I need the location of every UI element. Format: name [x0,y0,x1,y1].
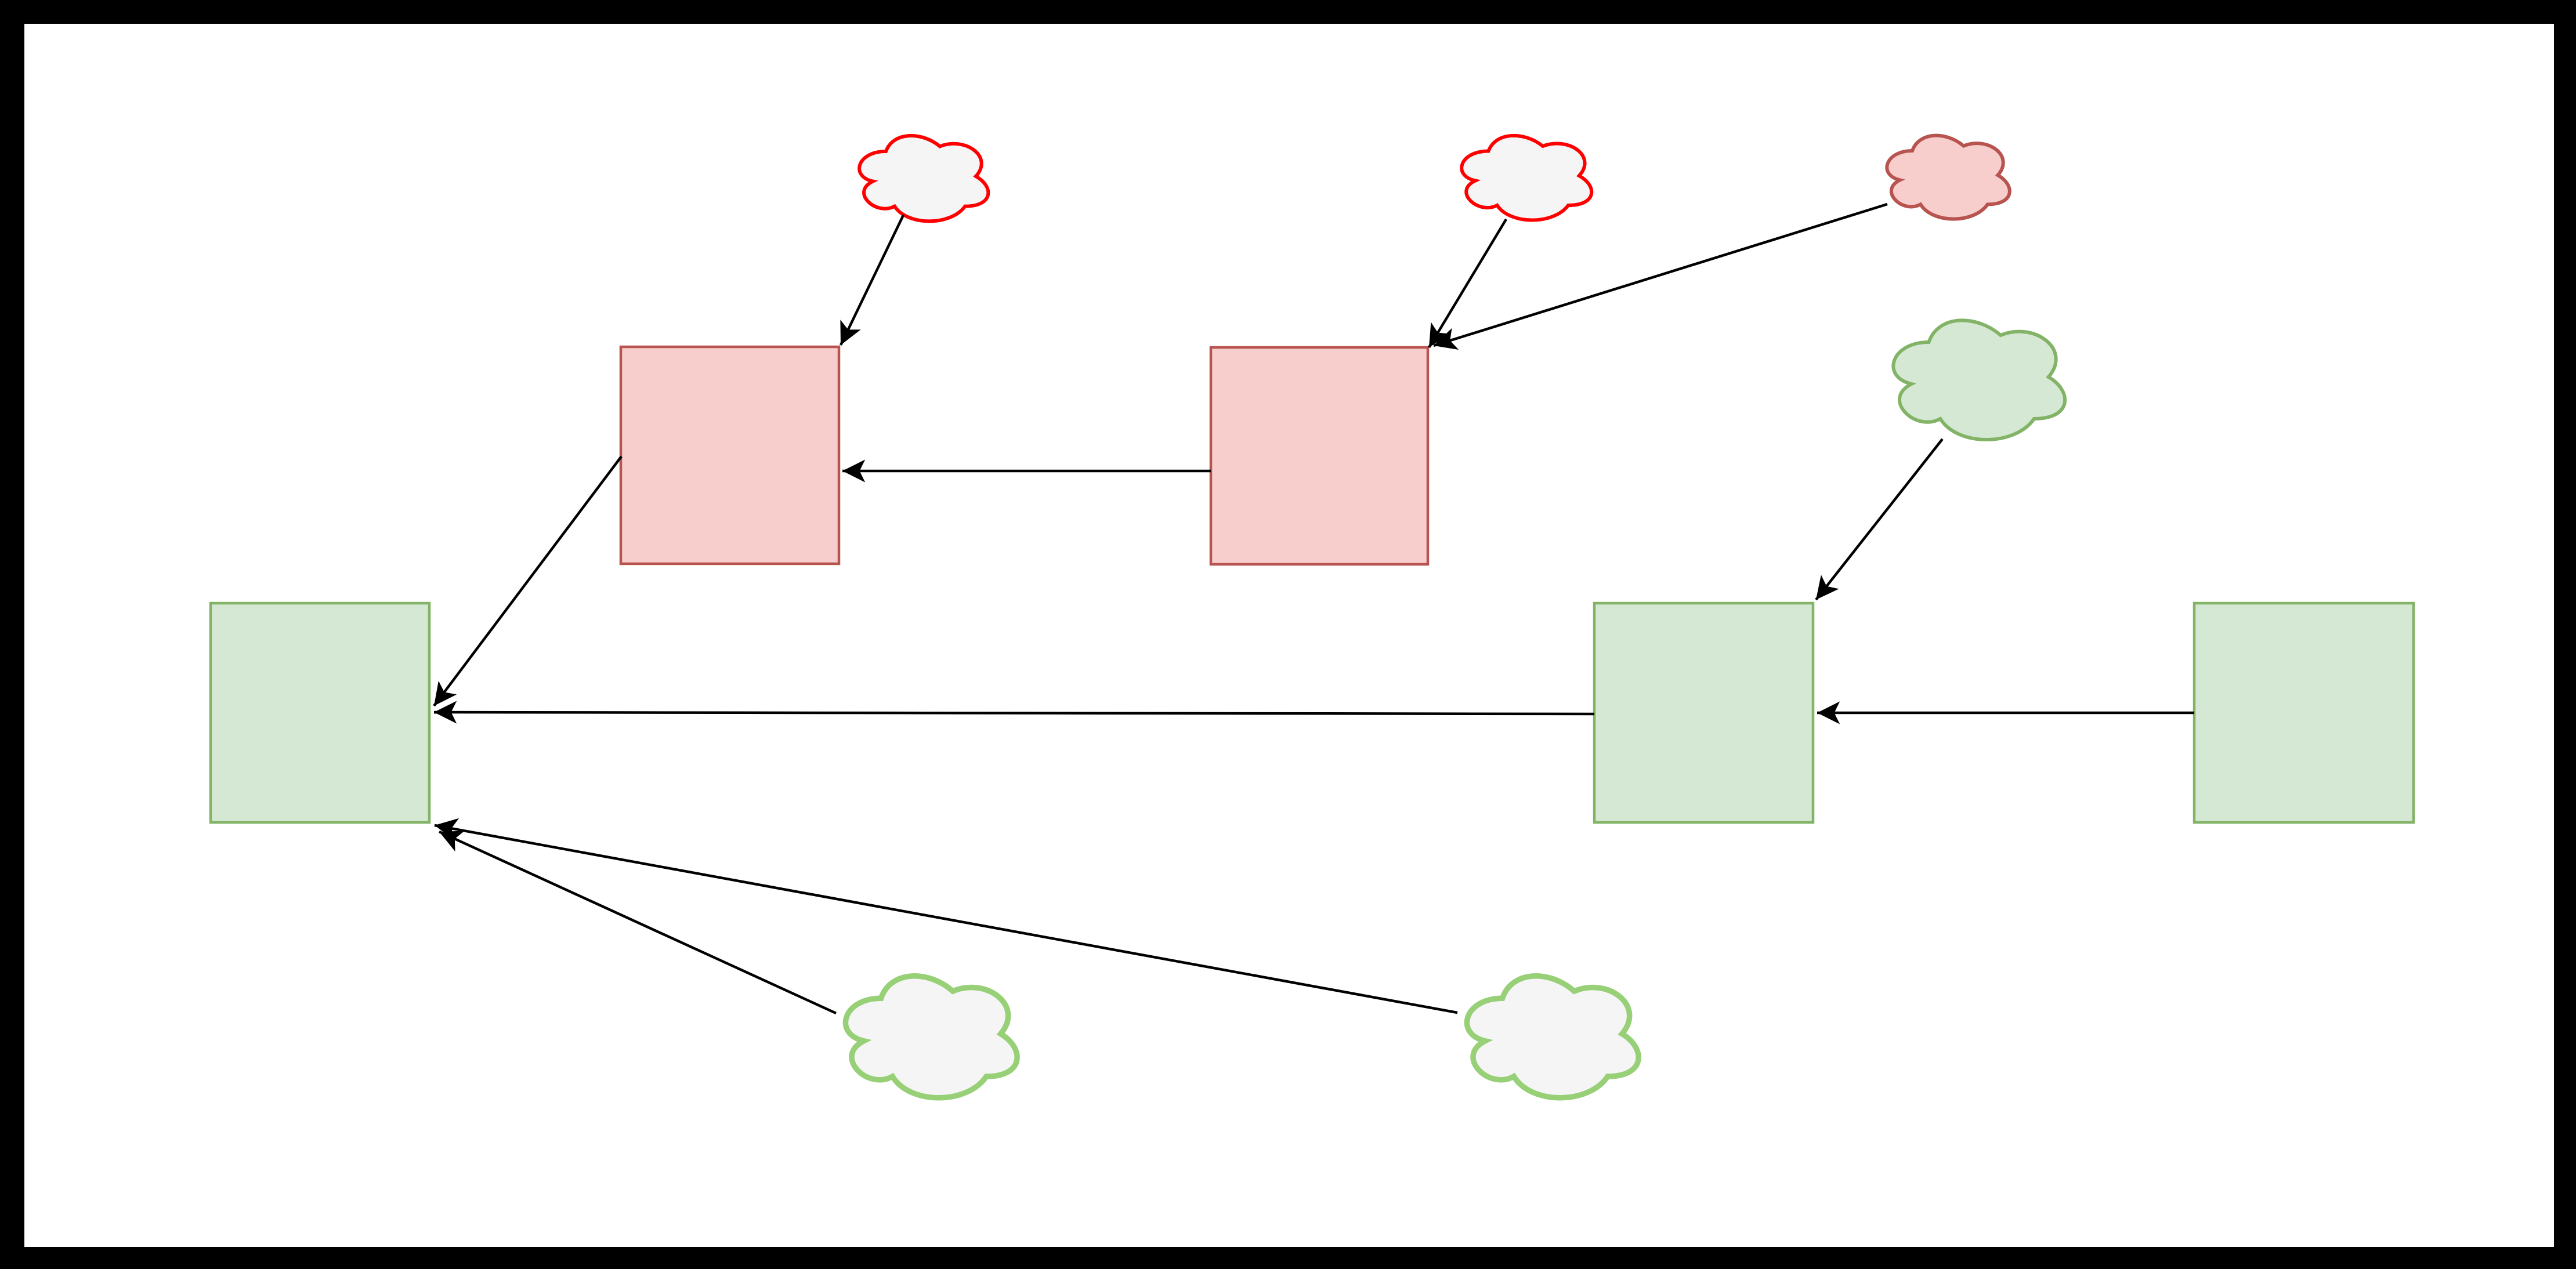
arrow-cloud-pink-to-box-red-right [1433,202,1888,350]
cloud-red-2 [1460,133,1594,222]
arrow-cloud-grey-green-left-to-box-green-left [439,830,837,1015]
cloud-pink [1885,133,2011,221]
cloud-green [1891,318,2067,441]
arrow-box-red-left-to-box-green-left [433,455,623,707]
nodes-layer [209,133,2415,1101]
edges-layer [433,202,2194,1015]
cloud-grey-green-right [1464,973,1641,1101]
box-red-left [619,345,841,565]
box-green-mid [1593,601,1815,824]
box-green-right [2193,601,2415,824]
box-red-right [1209,346,1430,566]
cloud-red-1 [858,134,990,223]
box-green-left [209,601,431,824]
arrow-cloud-grey-green-right-to-box-green-left [434,818,1458,1014]
arrow-cloud-green-to-box-green-mid [1815,438,1944,601]
cloud-grey-green-left [842,973,1020,1101]
canvas-background [24,24,2554,1247]
arrow-cloud-red-1-to-box-red-left [839,215,905,346]
arrow-box-green-mid-to-box-green-left [433,701,1595,724]
arrow-cloud-red-2-to-box-red-right [1428,218,1507,349]
